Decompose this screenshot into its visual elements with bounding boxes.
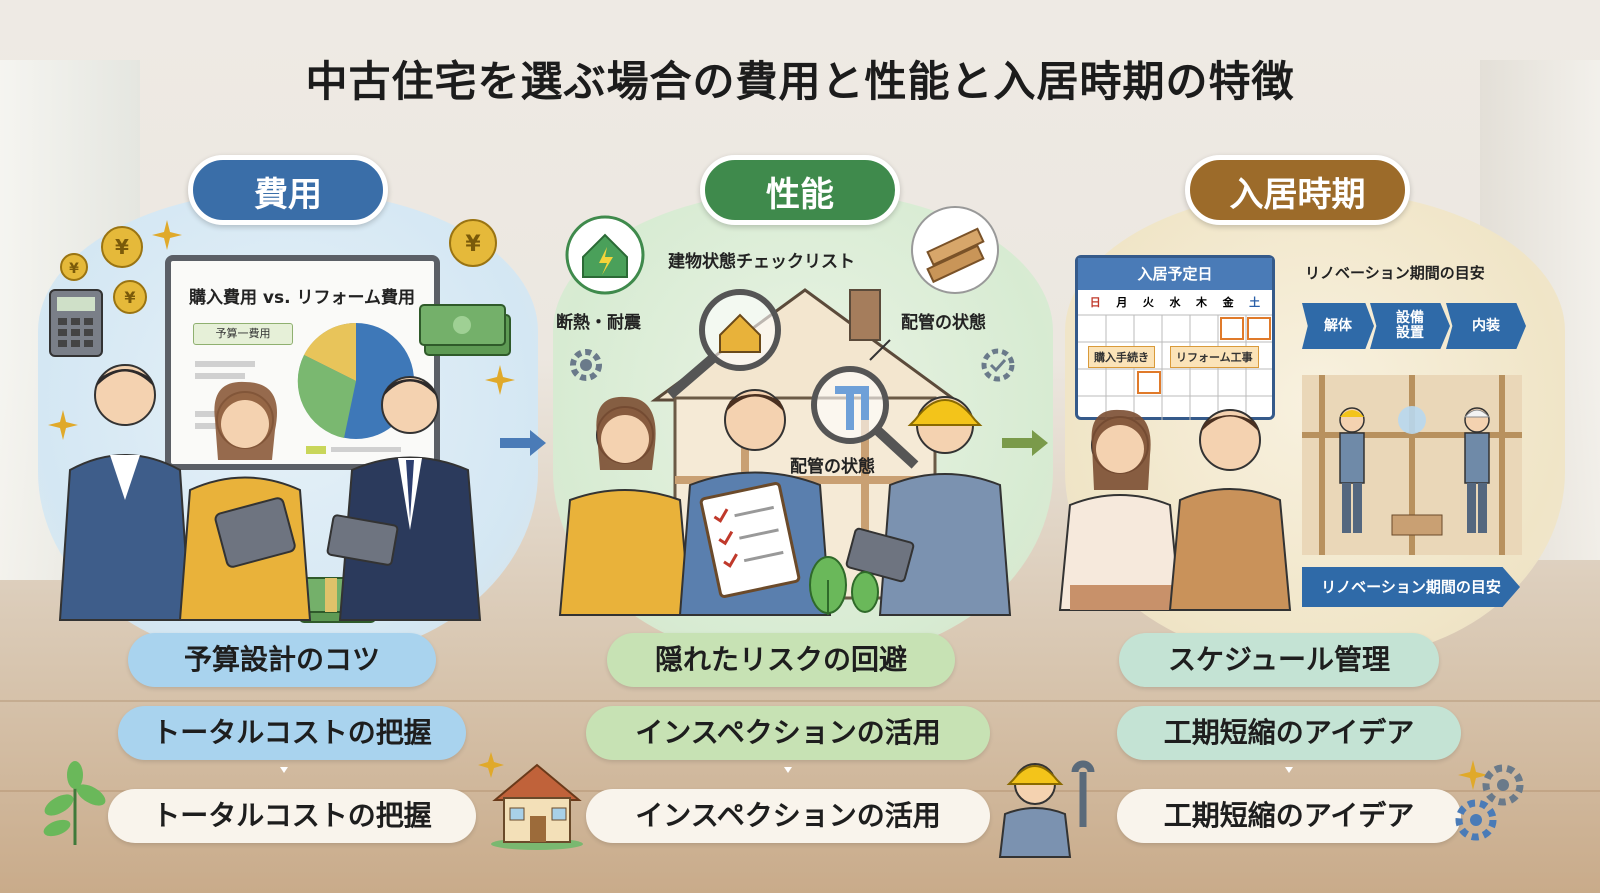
tree-icon <box>809 556 879 615</box>
calendar-grid <box>1078 314 1272 420</box>
svg-text:¥: ¥ <box>69 261 79 277</box>
arrow-right-icon <box>1002 430 1048 456</box>
arrow-right-icon <box>500 430 546 456</box>
piping-label: 配管の状態 <box>901 313 986 333</box>
calculator-icon <box>49 289 103 357</box>
calendar-weekdays: 日 月 火 水 木 金 土 <box>1078 290 1272 314</box>
sparkle-icon <box>485 365 515 395</box>
move-in-header: 入居時期 <box>1185 155 1410 225</box>
performance-header: 性能 <box>700 155 900 225</box>
move-in-calendar: 入居予定日 日 月 火 水 木 金 土 購入手続き リフォーム工事 <box>1075 255 1275 420</box>
weekday: 日 <box>1089 296 1101 309</box>
energy-house-icon <box>565 215 645 295</box>
yen-coin-icon: ¥ <box>449 219 497 267</box>
sparkle-icon <box>1458 760 1488 790</box>
renovation-footer: リノベーション期間の目安 <box>1302 567 1520 607</box>
move-in-point-shorten-2: 工期短縮のアイデア <box>1117 789 1461 843</box>
reform-tag: リフォーム工事 <box>1170 346 1259 368</box>
board-title: 購入費用 vs. リフォーム費用 <box>189 288 415 308</box>
sparkle-icon <box>48 410 78 440</box>
gears-icon <box>1455 764 1524 841</box>
move-in-point-schedule: スケジュール管理 <box>1119 633 1439 687</box>
gear-check-icon <box>981 348 1015 382</box>
insulation-label: 断熱・耐震 <box>556 313 641 333</box>
sparkle-icon <box>478 752 504 778</box>
svg-text:¥: ¥ <box>115 235 129 259</box>
couple-illustration <box>1058 409 1292 611</box>
floor-line <box>0 700 1600 702</box>
step-interior: 内装 <box>1446 303 1526 349</box>
down-arrow-icon <box>280 767 288 773</box>
piping-label-2: 配管の状態 <box>790 457 875 477</box>
svg-text:¥: ¥ <box>465 232 481 257</box>
board-tag: 予算一費用 <box>193 323 293 345</box>
cost-point-budget: 予算設計のコツ <box>128 633 436 687</box>
weekday: 木 <box>1196 296 1208 309</box>
performance-point-inspection: インスペクションの活用 <box>586 706 990 760</box>
gear-icon <box>570 349 602 381</box>
purchase-tag: 購入手続き <box>1088 346 1155 368</box>
page-title: 中古住宅を選ぶ場合の費用と性能と入居時期の特徴 <box>305 57 1295 106</box>
renovation-title: リノベーション期間の目安 <box>1305 264 1485 282</box>
sparkle-icon <box>152 220 182 250</box>
down-arrow-icon <box>1285 767 1293 773</box>
renovation-workers-illustration <box>1302 375 1522 555</box>
plant-icon <box>43 761 106 845</box>
cost-comparison-board: 購入費用 vs. リフォーム費用 予算一費用 <box>165 255 440 470</box>
house-icon <box>491 763 583 850</box>
step-equipment: 設備 設置 <box>1370 303 1450 349</box>
checklist-title: 建物状態チェックリスト <box>668 252 855 272</box>
down-arrow-icon <box>784 767 792 773</box>
weekday: 金 <box>1222 296 1234 309</box>
consultation-people-illustration <box>58 364 482 621</box>
weekday: 水 <box>1169 296 1181 309</box>
yen-coin-icon: ¥ ¥ ¥ <box>60 226 147 314</box>
inspection-people-illustration <box>558 389 1012 616</box>
performance-point-risk: 隠れたリスクの回避 <box>607 633 955 687</box>
cost-point-total: トータルコストの把握 <box>118 706 466 760</box>
worker-wrench-icon <box>998 760 1095 858</box>
lumber-icon <box>911 206 999 294</box>
cost-point-total-2: トータルコストの把握 <box>108 789 476 843</box>
cost-header: 費用 <box>188 155 388 225</box>
renovation-steps: 解体 設備 設置 内装 <box>1302 303 1526 349</box>
calendar-title: 入居予定日 <box>1078 258 1272 290</box>
performance-point-inspection-2: インスペクションの活用 <box>586 789 990 843</box>
weekday: 月 <box>1116 296 1128 309</box>
step-demolition: 解体 <box>1302 303 1374 349</box>
weekday: 火 <box>1142 296 1154 309</box>
svg-text:¥: ¥ <box>124 288 135 307</box>
move-in-point-shorten: 工期短縮のアイデア <box>1117 706 1461 760</box>
cash-stack-icon <box>419 304 511 356</box>
weekday: 土 <box>1249 296 1261 309</box>
